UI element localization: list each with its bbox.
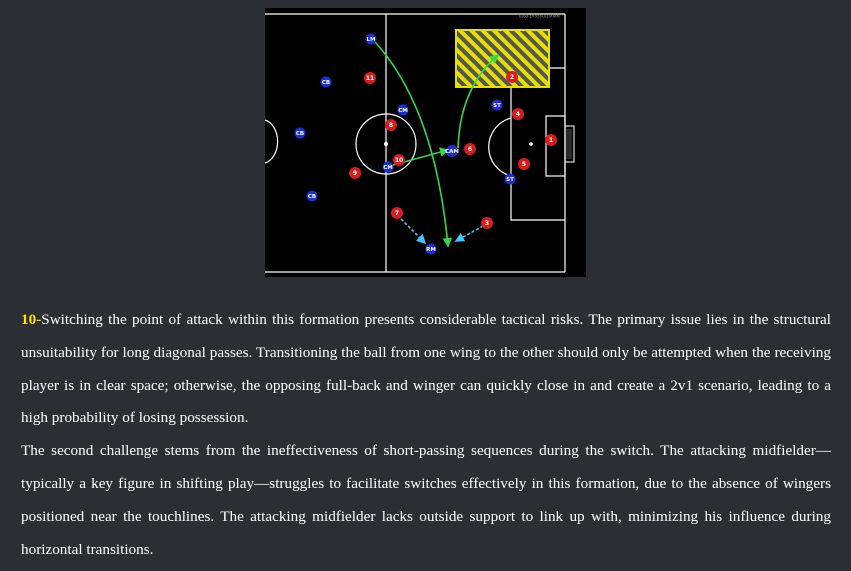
pitch-markings <box>265 13 575 273</box>
svg-text:11: 11 <box>366 75 374 82</box>
player-red-7: 7 <box>391 207 403 219</box>
player-red-6: 6 <box>464 143 476 155</box>
goal-net <box>566 129 572 159</box>
player-blue-lm: LM <box>365 33 377 45</box>
svg-text:CAM: CAM <box>445 149 459 155</box>
svg-text:10: 10 <box>395 157 403 164</box>
player-red-3: 3 <box>481 217 493 229</box>
svg-text:7: 7 <box>395 210 399 217</box>
pitch-svg: www.fmscout.com LM CB CB CB CM CM CAM ST… <box>265 13 575 273</box>
svg-text:2: 2 <box>510 74 514 81</box>
paragraph-2: The second challenge stems from the inef… <box>21 442 831 558</box>
svg-text:4: 4 <box>516 111 520 118</box>
svg-text:6: 6 <box>468 146 472 153</box>
paragraph-1-text: Switching the point of attack within thi… <box>21 311 831 427</box>
watermark: www.fmscout.com <box>519 13 560 19</box>
article-body: 10-Switching the point of attack within … <box>21 304 831 566</box>
player-red-2: 2 <box>506 71 518 83</box>
long-diagonal-pass-arrow <box>374 41 453 248</box>
svg-text:8: 8 <box>389 122 393 129</box>
svg-text:5: 5 <box>522 161 526 168</box>
tactics-diagram: www.fmscout.com LM CB CB CB CM CM CAM ST… <box>265 8 586 277</box>
svg-text:9: 9 <box>353 170 357 177</box>
svg-text:CB: CB <box>308 194 316 200</box>
cam-to-zone-run-arrow <box>457 53 500 149</box>
svg-text:LM: LM <box>367 37 376 43</box>
svg-text:ST: ST <box>493 103 501 109</box>
player-blue-cm-top: CM <box>397 104 409 116</box>
press-arrow-3 <box>454 225 484 242</box>
svg-text:ST: ST <box>506 177 514 183</box>
svg-text:1: 1 <box>549 137 553 144</box>
press-arrow-7 <box>400 218 427 245</box>
target-zone <box>455 29 550 88</box>
red-team: 11 8 10 9 7 6 2 4 5 3 1 <box>349 71 557 229</box>
player-blue-cam: CAM <box>445 145 459 157</box>
player-red-4: 4 <box>512 108 524 120</box>
player-red-5: 5 <box>518 158 530 170</box>
player-blue-cb-mid: CB <box>294 127 306 139</box>
player-blue-cm-bottom: CM <box>382 161 394 173</box>
player-blue-st-top: ST <box>491 99 503 111</box>
player-blue-cb-bottom: CB <box>306 190 318 202</box>
svg-text:CM: CM <box>398 108 408 114</box>
player-red-1-goalkeeper: 1 <box>545 134 557 146</box>
svg-text:CB: CB <box>296 131 304 137</box>
player-red-8: 8 <box>385 119 397 131</box>
player-red-9: 9 <box>349 167 361 179</box>
svg-text:3: 3 <box>485 220 489 227</box>
blue-team: LM CB CB CB CM CM CAM ST ST RM <box>294 33 516 255</box>
svg-text:CM: CM <box>383 165 393 171</box>
paragraph-1: 10-Switching the point of attack within … <box>21 304 831 435</box>
section-number: 10- <box>21 311 42 328</box>
player-blue-cb-top: CB <box>320 76 332 88</box>
svg-text:RM: RM <box>426 247 436 253</box>
player-red-10: 10 <box>393 154 405 166</box>
player-red-11: 11 <box>364 72 376 84</box>
player-blue-rm: RM <box>425 243 437 255</box>
player-blue-st-bottom: ST <box>504 173 516 185</box>
svg-text:CB: CB <box>322 80 330 86</box>
